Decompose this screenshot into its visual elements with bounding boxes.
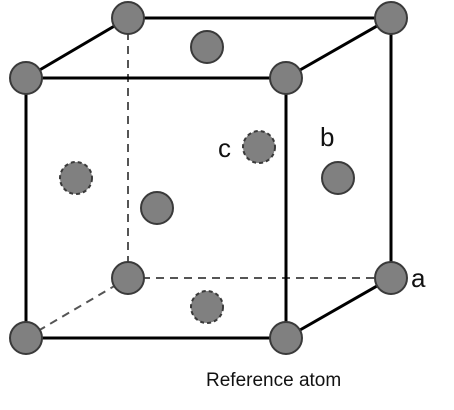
visible-atoms xyxy=(9,1,408,355)
edge-depth-top-right xyxy=(285,16,392,80)
label-c: c xyxy=(218,133,231,163)
hidden-edge-depth-bottom-left xyxy=(25,277,129,339)
hidden-edges xyxy=(25,18,391,339)
label-b: b xyxy=(320,122,334,152)
atom-corner-back-top-left xyxy=(111,1,145,35)
atom-corner-front-bottom-left xyxy=(9,321,43,355)
atom-front-face-center xyxy=(140,191,174,225)
edge-depth-top-left xyxy=(25,16,129,80)
atom-left-face-center xyxy=(59,161,93,195)
visible-edges xyxy=(24,16,393,340)
atom-corner-front-top-right xyxy=(269,61,303,95)
edge-depth-bottom-right xyxy=(285,276,392,340)
atom-corner-back-bottom-left xyxy=(111,261,145,295)
hidden-atoms xyxy=(59,130,276,324)
atom-corner-front-top-left xyxy=(9,61,43,95)
atom-bottom-face-center xyxy=(190,290,224,324)
atom-b-right-face-center xyxy=(321,161,355,195)
label-reference-atom: Reference atom xyxy=(206,370,341,391)
atom-corner-front-bottom-right xyxy=(269,321,303,355)
atom-top-face-center xyxy=(190,30,224,64)
atom-corner-back-top-right xyxy=(374,1,408,35)
label-a: a xyxy=(411,263,426,293)
atom-c-back-face-center xyxy=(242,130,276,164)
atom-corner-a-back-bottom-right xyxy=(374,261,408,295)
